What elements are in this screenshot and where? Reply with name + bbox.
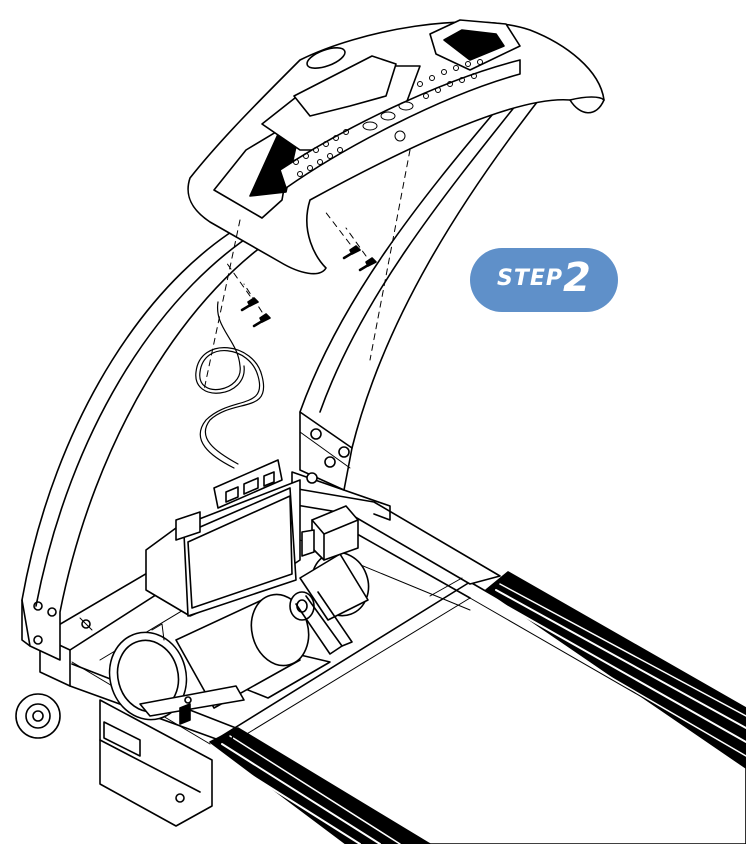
console	[187, 19, 605, 275]
motor-cover	[99, 699, 213, 827]
flywheel	[289, 551, 370, 655]
controller-board	[145, 459, 301, 617]
step-number: 2	[563, 255, 591, 301]
side-rail-right	[485, 571, 746, 769]
wheel	[15, 693, 61, 739]
frame-bolts	[79, 617, 192, 704]
wire-harness	[195, 301, 265, 469]
side-rail-left	[209, 727, 431, 844]
step-badge	[470, 248, 618, 312]
transformer	[301, 505, 359, 561]
console-screws	[203, 149, 411, 391]
step-label: STEP	[497, 266, 564, 291]
